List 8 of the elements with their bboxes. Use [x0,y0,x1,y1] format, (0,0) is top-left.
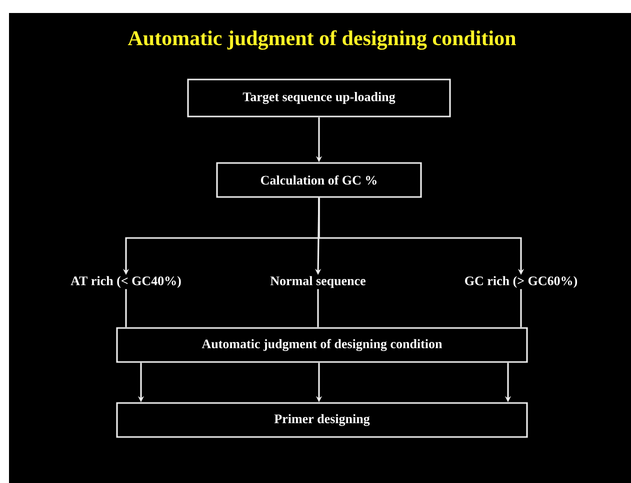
process-box: Primer designing [116,402,528,438]
process-box: Target sequence up-loading [187,78,451,118]
process-box: Calculation of GC % [216,162,422,198]
branch-label: AT rich (< GC40%) [70,276,181,288]
title: Automatic judgment of designing condition [128,30,516,50]
branch-label: GC rich (> GC60%) [465,276,578,288]
branch-label: Normal sequence [270,276,366,288]
process-box: Automatic judgment of designing condition [116,327,528,363]
